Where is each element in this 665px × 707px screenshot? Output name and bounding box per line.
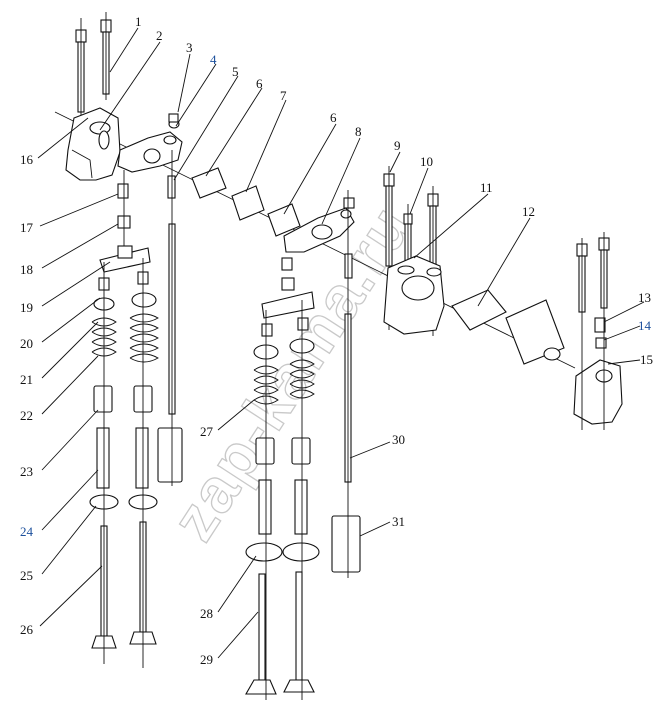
- valve-group-left: [89, 258, 159, 668]
- valve-bridge-left: [99, 245, 151, 273]
- label-12: 12: [522, 204, 535, 219]
- label-1: 1: [135, 14, 142, 29]
- label-10: 10: [420, 154, 433, 169]
- rocker-shaft: [451, 289, 565, 365]
- label-16: 16: [20, 152, 34, 167]
- label-29: 29: [200, 652, 213, 667]
- label-6b: 6: [330, 110, 337, 125]
- label-19: 19: [20, 300, 33, 315]
- push-rod-right: [331, 190, 361, 578]
- label-17: 17: [20, 220, 34, 235]
- rocker-arm-left: [117, 113, 183, 173]
- label-25: 25: [20, 568, 33, 583]
- label-11: 11: [480, 180, 493, 195]
- label-31: 31: [392, 514, 405, 529]
- bolt-left-pair: [75, 12, 112, 120]
- label-30: 30: [392, 432, 405, 447]
- rocker-bracket-left: [65, 107, 121, 181]
- rocker-bracket-right: [573, 232, 623, 430]
- label-24: 24: [20, 524, 34, 539]
- valve-group-middle: [245, 300, 320, 700]
- rocker-bracket-middle: [383, 255, 445, 335]
- label-15: 15: [640, 352, 653, 367]
- push-rod-left: [157, 150, 183, 486]
- label-8: 8: [355, 124, 362, 139]
- valve-bridge-middle: [261, 291, 315, 337]
- shaft-bushings: [191, 167, 301, 237]
- label-3: 3: [186, 40, 193, 55]
- label-21: 21: [20, 372, 33, 387]
- label-6a: 6: [256, 76, 263, 91]
- label-27: 27: [200, 424, 214, 439]
- label-7: 7: [280, 88, 287, 103]
- label-4: 4: [210, 52, 217, 67]
- adjusting-screw-middle: [281, 257, 295, 291]
- label-28: 28: [200, 606, 213, 621]
- adjusting-screw-left: [117, 170, 131, 250]
- label-13: 13: [638, 290, 651, 305]
- label-14: 14: [638, 318, 652, 333]
- label-2: 2: [156, 28, 163, 43]
- label-5: 5: [232, 64, 239, 79]
- label-9: 9: [394, 138, 401, 153]
- label-22: 22: [20, 408, 33, 423]
- part-labels: 1 2 3 4 5 6 7 6 8 9 10 11 12 13 14 15 16…: [20, 14, 653, 667]
- label-18: 18: [20, 262, 33, 277]
- label-23: 23: [20, 464, 33, 479]
- leader-lines: [37, 27, 645, 659]
- label-26: 26: [20, 622, 34, 637]
- rocker-arm-middle: [283, 197, 355, 253]
- label-20: 20: [20, 336, 33, 351]
